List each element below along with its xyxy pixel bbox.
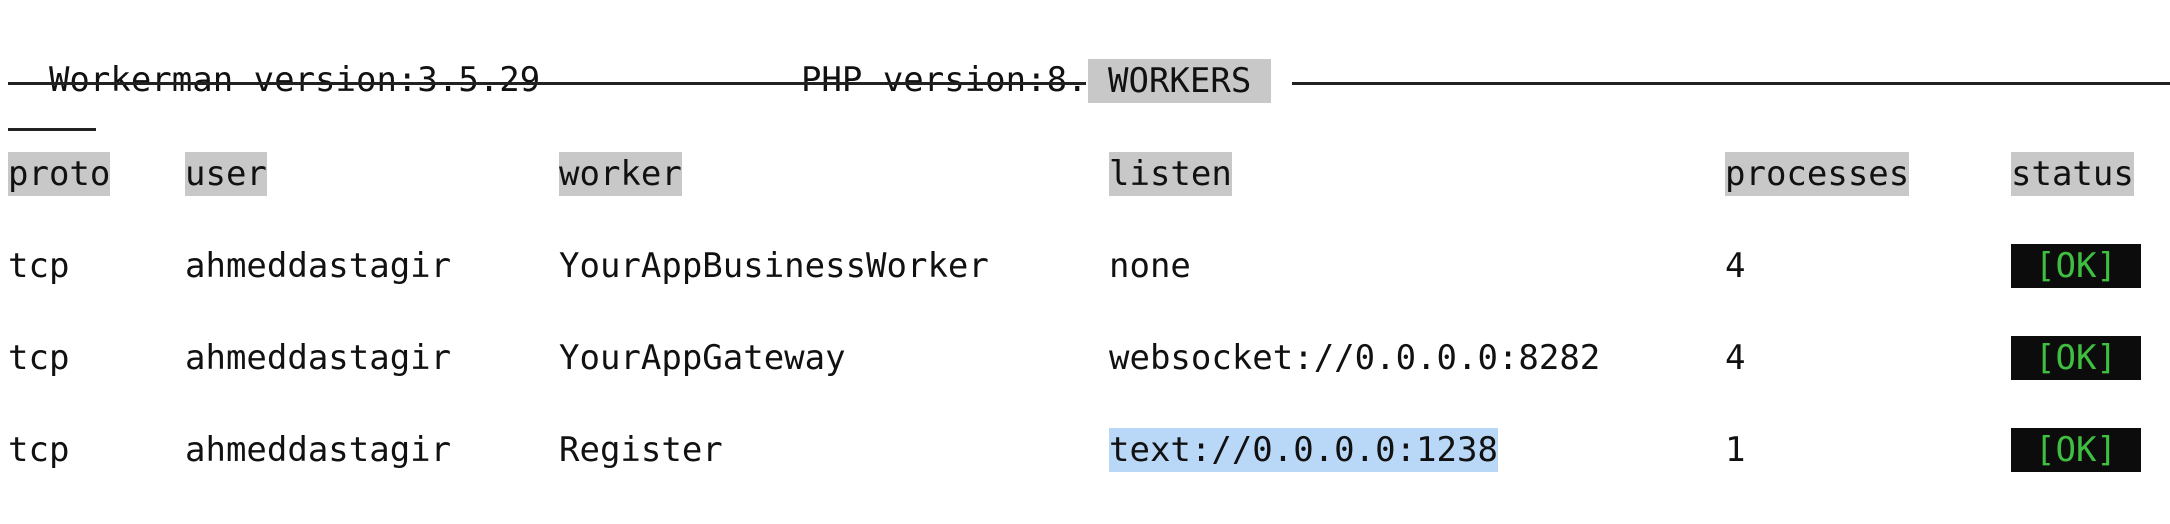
row-1-processes: 4 (1725, 246, 1746, 286)
separator-right (1292, 82, 2170, 85)
workers-title: WORKERS (1088, 59, 1272, 103)
row-1-listen: none (1109, 246, 1191, 286)
row-2-listen: websocket://0.0.0.0:8282 (1109, 338, 1601, 378)
col-listen: listen (1109, 152, 1232, 196)
row-3-processes: 1 (1725, 430, 1746, 470)
row-1-status-ok: [OK] (2011, 244, 2141, 288)
row-2-proto: tcp (8, 338, 70, 378)
col-worker: worker (559, 152, 682, 196)
row-2-status-ok: [OK] (2011, 336, 2141, 380)
row-3-user: ahmeddastagir (185, 430, 452, 470)
row-1-worker: YourAppBusinessWorker (559, 246, 989, 286)
row-3-worker: Register (559, 430, 723, 470)
row-3-listen-selected[interactable]: text://0.0.0.0:1238 (1109, 428, 1498, 472)
row-1-user: ahmeddastagir (185, 246, 452, 286)
col-user: user (185, 152, 267, 196)
php-version-line: PHP version:8.2.5 (760, 14, 1149, 100)
row-3-proto: tcp (8, 430, 70, 470)
col-processes: processes (1725, 152, 1910, 196)
workerman-version: Workerman version:3.5.29 (48, 60, 541, 100)
col-status: status (2011, 152, 2134, 196)
separator-left (8, 82, 1086, 85)
col-proto: proto (8, 152, 111, 196)
version-line: Workerman version:3.5.29 (8, 14, 540, 100)
separator-tail (8, 128, 96, 131)
row-3-status-ok: [OK] (2011, 428, 2141, 472)
row-2-worker: YourAppGateway (559, 338, 846, 378)
row-2-processes: 4 (1725, 338, 1746, 378)
row-1-proto: tcp (8, 246, 70, 286)
row-2-user: ahmeddastagir (185, 338, 452, 378)
